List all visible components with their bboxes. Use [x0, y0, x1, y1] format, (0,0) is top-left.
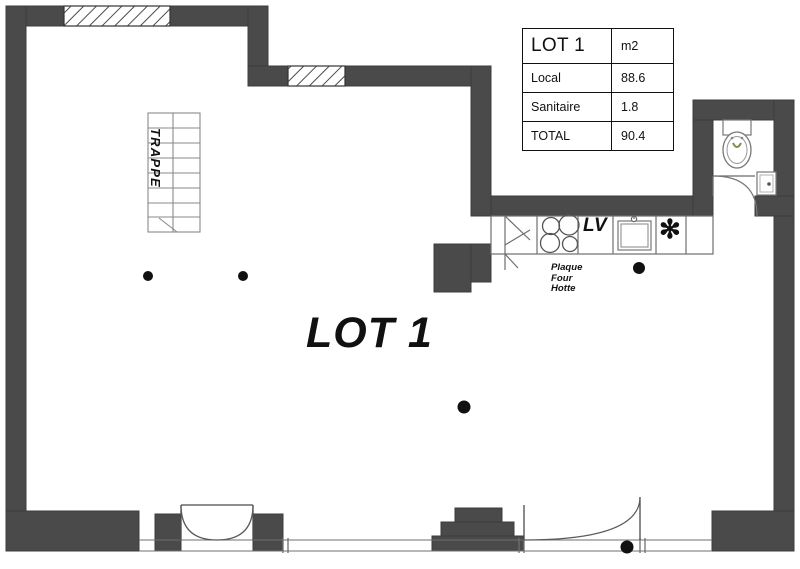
table-header-row: LOT 1 m2 [522, 28, 674, 64]
wall-top-mid-a [247, 65, 289, 87]
wall-top-left-b [169, 5, 249, 27]
row-value-local: 88.6 [611, 63, 674, 93]
dishwasher-label: LV [583, 215, 608, 236]
cooktop-icon [539, 214, 580, 254]
wall-left-outer [5, 5, 27, 532]
column-bottom-step-mid [440, 521, 515, 537]
bottom-glazed-wall [139, 538, 712, 553]
lot-main-label: LOT 1 [306, 309, 433, 357]
row-label-local: Local [522, 63, 612, 93]
double-door-bottom-left [180, 504, 254, 541]
table-unit-cell: m2 [611, 28, 674, 64]
kitchen-counter [490, 215, 714, 255]
wall-right-outer-lower [773, 215, 795, 532]
pier-bottom-a [154, 513, 182, 552]
stairs-break-line [158, 217, 178, 233]
column-bottom-step-top [454, 507, 503, 523]
wall-top-mid-b [344, 65, 492, 87]
hatched-openings [63, 5, 346, 87]
window-top-left [63, 5, 171, 27]
floor-dot [143, 271, 153, 281]
table-row: Local 88.6 [522, 63, 674, 93]
counter-band [490, 215, 714, 255]
table-row: Sanitaire 1.8 [522, 92, 674, 122]
floor-dot [238, 271, 248, 281]
pier-bottom-b [252, 513, 284, 552]
appliance-list-label: Plaque Four Hotte [551, 262, 583, 295]
wall-bottom-right-stub [711, 510, 795, 552]
door-sanitaire [712, 175, 758, 217]
area-summary-table: LOT 1 m2 Local 88.6 Sanitaire 1.8 TOTAL … [522, 28, 674, 151]
sanitaire-room [712, 119, 777, 217]
star-symbol-icon: ✻ [659, 214, 681, 244]
row-label-total: TOTAL [522, 121, 612, 151]
wall-bottom-left-stub [5, 510, 140, 552]
sink-icon [617, 215, 652, 251]
floor-point-dots [143, 262, 645, 554]
window-top-middle [287, 65, 346, 87]
floor-dot [620, 540, 634, 554]
wall-kitchen-top [490, 195, 714, 217]
wall-group [5, 5, 795, 552]
row-label-sanitaire: Sanitaire [522, 92, 612, 122]
floor-dot [457, 400, 471, 414]
wall-sanitaire-bottom [754, 195, 795, 217]
floor-dot [633, 262, 645, 274]
single-door-bottom-right [523, 496, 641, 541]
table-title-cell: LOT 1 [522, 28, 612, 64]
table-row: TOTAL 90.4 [522, 121, 674, 151]
corner-cabinet [504, 215, 531, 270]
stairs-trappe [147, 112, 201, 233]
wall-kitchen-return-b [433, 243, 472, 293]
row-value-sanitaire: 1.8 [611, 92, 674, 122]
wall-right-upper-vertical [470, 65, 492, 217]
column-bottom-step-low [431, 535, 525, 552]
trappe-label: TRAPPE [148, 128, 163, 188]
row-value-total: 90.4 [611, 121, 674, 151]
wall-top-step-vertical [247, 5, 269, 67]
